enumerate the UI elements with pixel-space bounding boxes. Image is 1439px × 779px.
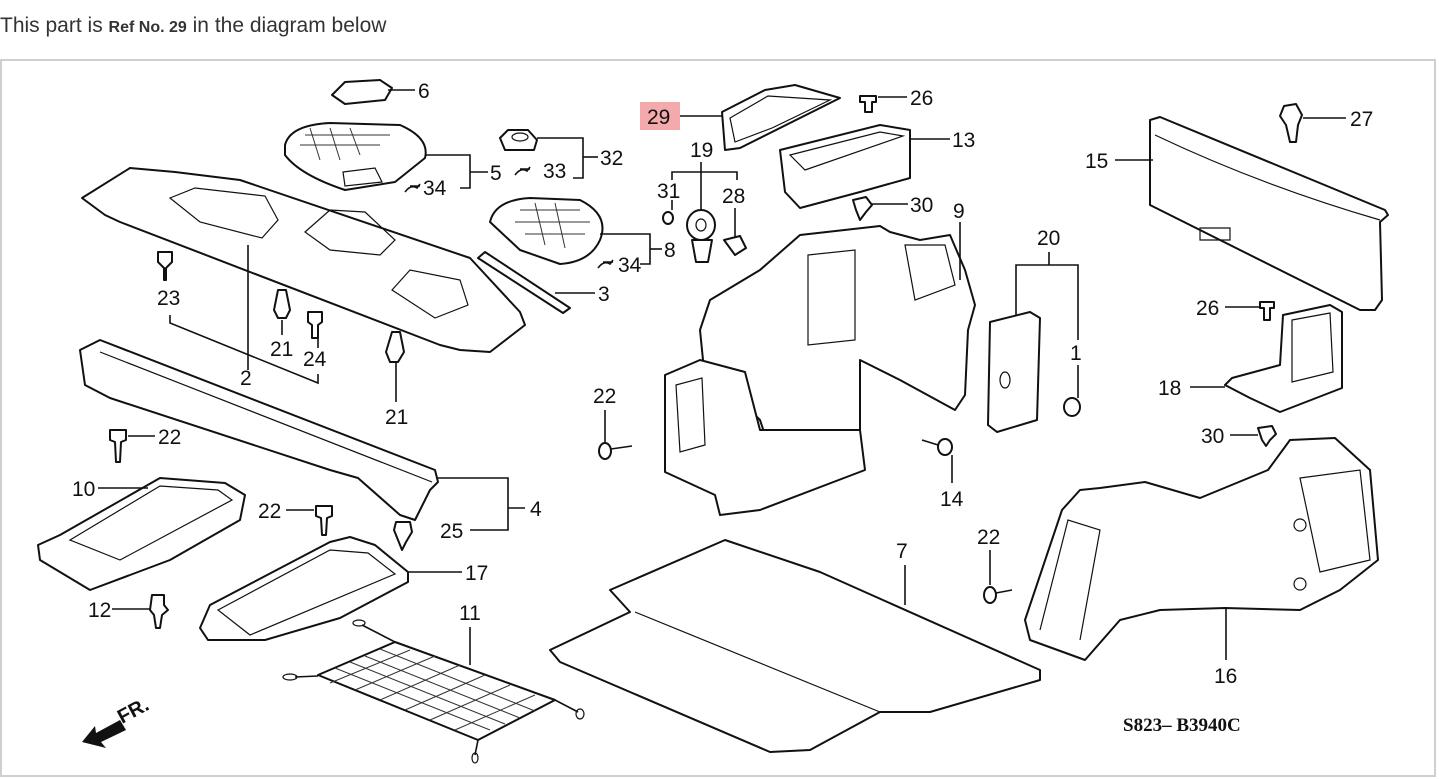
callout-19: 19	[690, 139, 713, 162]
part-20: 20 1	[987, 227, 1082, 433]
callout-30b: 30	[1201, 425, 1224, 448]
part-26-top: 26	[859, 87, 933, 113]
callout-22b: 22	[258, 500, 281, 523]
callout-18: 18	[1158, 377, 1181, 400]
callout-22d: 22	[593, 385, 616, 408]
callout-14: 14	[940, 488, 964, 511]
part-22c: 22	[977, 526, 1013, 604]
callout-12: 12	[88, 599, 111, 622]
callout-16: 16	[1214, 665, 1237, 688]
callout-30a: 30	[910, 194, 933, 217]
ref-number: Ref No. 29	[108, 19, 187, 36]
callout-2: 2	[240, 367, 252, 390]
callout-28: 28	[722, 185, 745, 208]
part-4: 4 25	[79, 339, 542, 551]
fasteners-left: 23 21 24 21	[157, 251, 408, 429]
callout-21a: 21	[270, 338, 293, 361]
part-17: 17	[199, 536, 488, 641]
callout-26b: 26	[1196, 297, 1219, 320]
callout-25: 25	[440, 520, 463, 543]
part-14: 14	[921, 438, 964, 511]
part-15: 15	[1085, 116, 1389, 311]
part-22b: 22	[258, 500, 333, 536]
part-9-lower	[664, 359, 866, 516]
part-22a: 22	[109, 426, 181, 463]
callout-8: 8	[664, 239, 676, 262]
intro-prefix: This part is	[0, 14, 103, 37]
callout-24: 24	[303, 348, 327, 371]
part-29: 29	[640, 84, 841, 151]
callout-7: 7	[896, 540, 908, 563]
callout-6: 6	[418, 80, 430, 103]
arrow-icon	[82, 720, 126, 748]
callout-3: 3	[598, 283, 610, 306]
callout-22a: 22	[158, 426, 181, 449]
part-12: 12	[88, 594, 169, 629]
callout-29[interactable]: 29	[647, 106, 670, 129]
ref-29-highlight	[640, 102, 680, 130]
part-5: 5 34	[284, 122, 502, 200]
callout-20: 20	[1037, 227, 1060, 250]
part-7: 7	[549, 539, 1041, 753]
callout-34b: 34	[618, 254, 642, 277]
callout-27: 27	[1350, 108, 1373, 131]
callout-15: 15	[1085, 150, 1108, 173]
part-16: 16	[1024, 437, 1379, 688]
callout-26a: 26	[910, 87, 933, 110]
callout-4: 4	[530, 498, 542, 521]
callout-13: 13	[952, 129, 975, 152]
diagram-code: S823– B3940C	[1123, 715, 1241, 736]
intro-text: This part is Ref No. 29 in the diagram b…	[0, 14, 386, 38]
callout-23: 23	[157, 287, 180, 310]
callout-21b: 21	[385, 406, 408, 429]
part-8: 8 34	[489, 197, 676, 277]
part-22d: 22	[593, 385, 633, 460]
callout-33: 33	[543, 160, 566, 183]
part-10: 10	[37, 477, 246, 591]
part-30-top: 30	[852, 194, 933, 221]
part-18: 26 18 30	[1158, 297, 1343, 448]
part-2: 2	[81, 167, 526, 390]
callout-5: 5	[490, 162, 502, 185]
part-6: 6	[331, 79, 430, 105]
front-direction-indicator: FR.	[82, 694, 153, 748]
part-11: 11	[282, 602, 585, 764]
intro-suffix: in the diagram below	[192, 14, 387, 37]
callout-32: 32	[600, 147, 623, 170]
callout-1: 1	[1070, 342, 1082, 365]
part-27: 27	[1279, 103, 1373, 143]
part-32: 32 33	[499, 129, 623, 183]
callout-34a: 34	[423, 177, 447, 200]
part-13: 13	[779, 124, 975, 209]
callout-11: 11	[459, 602, 481, 625]
callout-22c: 22	[977, 526, 1000, 549]
part-3: 3	[477, 251, 610, 314]
part-19: 19 31 28	[657, 139, 747, 263]
callout-10: 10	[72, 478, 95, 501]
callout-17: 17	[465, 562, 488, 585]
callout-31: 31	[657, 180, 680, 203]
callout-9: 9	[953, 200, 965, 223]
